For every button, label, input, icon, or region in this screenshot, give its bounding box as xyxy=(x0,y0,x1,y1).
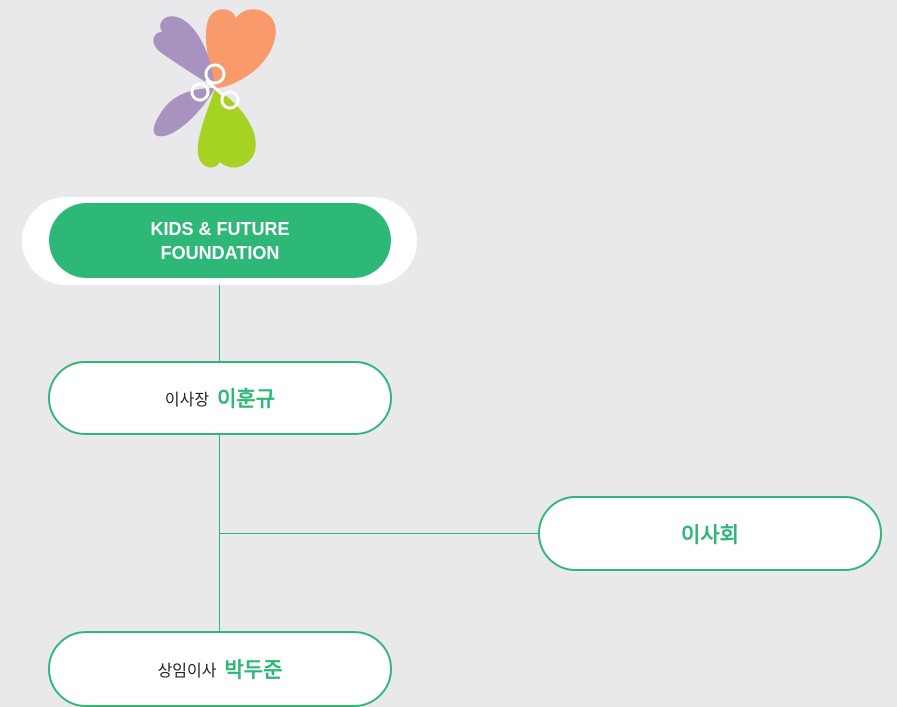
orange-petal xyxy=(205,9,276,88)
board-label: 이사회 xyxy=(681,523,739,547)
connector-root-chairman xyxy=(219,278,220,362)
green-petal xyxy=(197,88,256,168)
chairman-node: 이사장 이훈규 xyxy=(48,361,392,435)
director-node: 상임이사 박두준 xyxy=(48,631,392,707)
chairman-name: 이훈규 xyxy=(217,388,276,411)
connector-board-branch xyxy=(219,533,539,534)
board-node: 이사회 xyxy=(538,496,882,571)
purple-petal xyxy=(153,16,215,88)
root-title-line2: FOUNDATION xyxy=(160,242,280,263)
chairman-role: 이사장 xyxy=(164,392,210,409)
director-role: 상임이사 xyxy=(157,663,217,680)
flower-logo xyxy=(153,9,276,168)
logo-centre-loops xyxy=(190,63,240,110)
root-node: KIDS & FUTURE FOUNDATION xyxy=(49,203,391,278)
root-title-line1: KIDS & FUTURE xyxy=(150,218,290,239)
director-name: 박두준 xyxy=(224,659,283,682)
